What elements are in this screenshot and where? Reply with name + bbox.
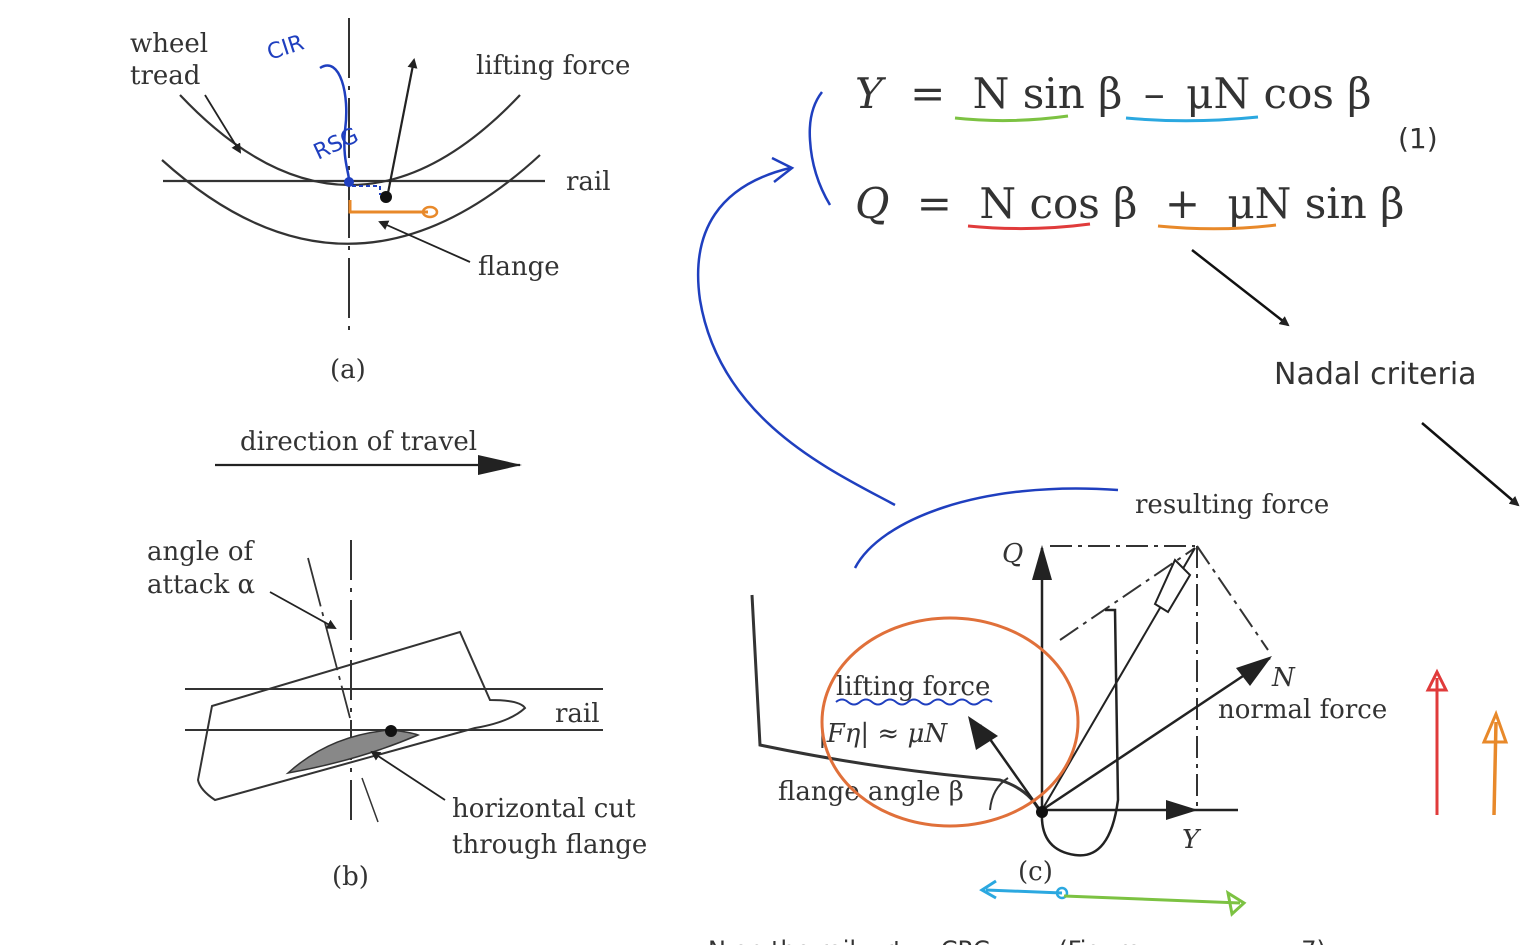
eq-q-term1: N cos β (979, 179, 1137, 228)
caption-a: (a) (330, 355, 366, 385)
eq-y: Y = N sin β – μN cos β (855, 69, 1372, 118)
rail-label-a: rail (566, 167, 611, 197)
normal-force-arrowhead (1236, 656, 1272, 686)
lifting-dashed (1059, 547, 1196, 641)
eq-y-op: – (1144, 69, 1165, 118)
eq-y-eq: = (910, 69, 945, 118)
panel-c: resulting force Q N normal force lifting… (750, 490, 1387, 887)
blue-bracket-c (853, 487, 1119, 569)
y-arrowhead (1166, 800, 1198, 820)
underline-green (954, 114, 1069, 123)
y-label-c: Y (1182, 825, 1202, 855)
hand-arrows (979, 668, 1509, 917)
angle-of-attack-label: angle of (147, 537, 256, 567)
horizontal-cut-label-2: through flange (452, 830, 647, 860)
flange-curve (161, 154, 541, 245)
wheel-tread-pointer (204, 94, 242, 154)
rsg-note: RSG (310, 123, 363, 165)
orange-up-arrowhead (1481, 709, 1509, 744)
eq-q-op: + (1165, 179, 1200, 228)
wheel-contour-c (1040, 608, 1120, 857)
underline-light-blue (1125, 115, 1259, 123)
q-arrowhead (1032, 545, 1052, 580)
light-blue-origin (1055, 886, 1069, 900)
nadal-group: Nadal criteria (1191, 249, 1520, 507)
equation-brace (808, 91, 832, 206)
attack-angle-pointer (269, 591, 337, 629)
nadal-out-arrow (1421, 422, 1520, 507)
light-blue-arrowhead (979, 879, 997, 900)
wheel-outline-b (196, 630, 527, 802)
green-arrowhead (1225, 889, 1247, 917)
horizontal-cut-label: horizontal cut (452, 794, 636, 824)
underline-red (967, 222, 1091, 231)
green-arrow (1063, 894, 1241, 905)
caption-b: (b) (332, 862, 369, 892)
blue-connector-head (771, 156, 795, 183)
lifting-force-label-c: lifting force (836, 672, 990, 702)
cut-pointer (370, 750, 446, 801)
caption-c: (c) (1018, 857, 1053, 887)
eq-q-eq: = (917, 179, 952, 228)
eq-q-lhs: Q (855, 179, 889, 228)
orange-up-arrow (1492, 721, 1498, 816)
angle-of-attack-label-2: attack α (147, 570, 255, 600)
flange-profile (750, 594, 1042, 813)
contact-point-b (385, 725, 397, 737)
cut-mark-left (361, 777, 379, 823)
orange-arrow-tip-a (421, 205, 439, 219)
lifting-force-arrowhead (968, 716, 998, 750)
wheel-tread-label-2: tread (130, 61, 200, 91)
blue-connector (696, 166, 896, 507)
red-up-arrowhead (1425, 668, 1449, 692)
eq-y-term1: N sin β (973, 69, 1123, 118)
bottom-note-cropped: N on the rail wrt ... CRC ... ... (Figur… (708, 936, 1326, 945)
f-eta-label: |Fη| ≈ μN (818, 719, 948, 749)
direction-arrowhead (478, 455, 522, 475)
light-blue-arrow (985, 888, 1063, 895)
highlight-circle (820, 616, 1080, 828)
panel-a: wheel tread lifting force rail flange (a… (130, 18, 630, 385)
eq-q: Q = N cos β + μN sin β (855, 179, 1404, 228)
contact-point-c (1036, 806, 1048, 818)
cir-note: CIR (264, 30, 307, 65)
attack-angle-line (307, 557, 351, 719)
contact-point-dot (380, 191, 392, 203)
q-label: Q (1002, 539, 1023, 569)
normal-force-label: normal force (1218, 695, 1387, 725)
rsg-dashed-offset (352, 185, 381, 195)
panel-b: direction of travel angle of attack α ra… (147, 427, 647, 892)
eq-q-term2: μN sin β (1227, 179, 1404, 228)
flange-label: flange (478, 252, 560, 282)
rail-label-b: rail (555, 699, 600, 729)
n-label: N (1271, 663, 1296, 693)
rsg-point (344, 177, 354, 187)
flange-pointer (378, 220, 471, 263)
eq-y-term2: μN cos β (1186, 69, 1371, 118)
lifting-force-arrow (386, 58, 418, 194)
eq-y-lhs: Y (855, 69, 887, 118)
wavy-underline (835, 698, 993, 706)
wheel-tread-label: wheel (130, 29, 208, 59)
normal-force-arrow (1041, 656, 1271, 812)
equations: Y = N sin β – μN cos β Q = N cos β + μN … (808, 69, 1438, 231)
orange-lever-arm (348, 200, 428, 214)
direction-of-travel-label: direction of travel (240, 427, 477, 457)
nadal-criteria-label: Nadal criteria (1274, 357, 1477, 392)
flange-cut-shape (285, 729, 421, 775)
n-dashed (1196, 545, 1269, 651)
underline-orange (1157, 223, 1277, 231)
resulting-force-label: resulting force (1135, 490, 1329, 520)
lifting-force-label-a: lifting force (476, 51, 630, 81)
cir-to-rsg-stroke (319, 64, 351, 183)
equation-number: (1) (1398, 122, 1438, 155)
eq-to-nadal-arrow (1191, 249, 1290, 327)
resulting-force-hollow-arrow (1153, 558, 1192, 614)
flange-angle-arc (989, 777, 1009, 811)
